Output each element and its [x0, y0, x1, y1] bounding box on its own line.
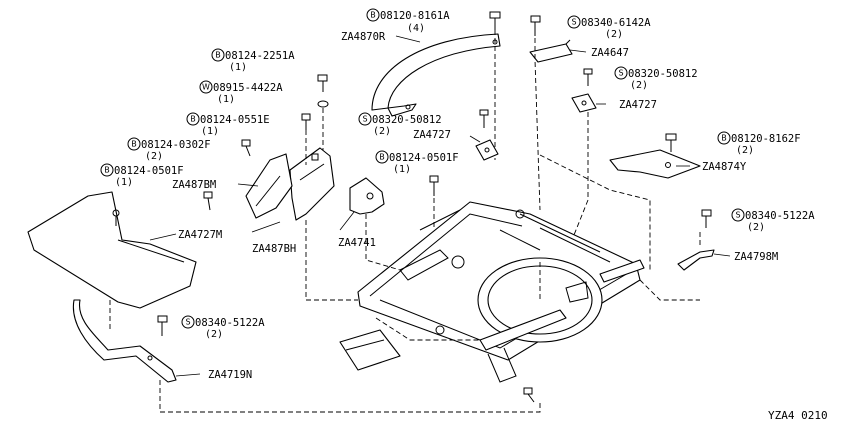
svg-text:B: B — [370, 11, 376, 20]
bolt-icon — [489, 11, 501, 30]
callout-badge: B — [717, 131, 731, 145]
part-number-label: ZA4727 — [619, 99, 657, 111]
hook-za4741 — [349, 177, 385, 215]
part-number-label: 08124-0501F — [114, 165, 184, 177]
svg-text:B: B — [721, 134, 727, 143]
part-number-label: 08120-8162F — [731, 133, 801, 145]
clip-za4727-middle — [475, 139, 499, 161]
callout-badge: B — [127, 137, 141, 151]
svg-text:B: B — [104, 166, 110, 175]
quantity-label: (2) — [145, 151, 163, 162]
swivel-ring — [477, 257, 603, 343]
slide-rail — [479, 259, 645, 383]
bracket-za487bh — [289, 147, 335, 221]
bracket-za487bm — [245, 153, 293, 219]
part-number-label: 08340-5122A — [745, 210, 815, 222]
part-number-label: ZA487BH — [252, 243, 296, 255]
part-number-label: 08120-8161A — [380, 10, 450, 22]
bolt-icon — [429, 175, 439, 196]
part-number-label: 08915-4422A — [213, 82, 283, 94]
bolt-icon — [530, 15, 541, 36]
bolt-icon — [157, 315, 168, 336]
bolt-icon — [479, 109, 489, 128]
plate-za4874y — [609, 149, 701, 179]
quantity-label: (2) — [205, 329, 223, 340]
part-number-label: 08124-0302F — [141, 139, 211, 151]
bolt-icon — [317, 74, 329, 108]
quantity-label: (2) — [736, 145, 754, 156]
bolt-icon — [301, 113, 311, 130]
bolt-icon — [701, 209, 712, 228]
part-number-label: ZA4719N — [208, 369, 252, 381]
part-number-label: 08124-2251A — [225, 50, 295, 62]
bolt-icon — [583, 68, 593, 86]
part-number-label: 08320-50812 — [372, 114, 442, 126]
callout-badge: S — [614, 66, 628, 80]
svg-text:W: W — [202, 83, 210, 92]
part-number-label: 08320-50812 — [628, 68, 698, 80]
part-number-label: ZA4727M — [178, 229, 222, 241]
callout-badge: B — [375, 150, 389, 164]
arm-za4719n — [72, 299, 177, 383]
svg-text:S: S — [735, 211, 740, 220]
curved-bracket-za4870r — [371, 33, 501, 117]
callout-badge: B — [211, 48, 225, 62]
bolt-icon — [665, 133, 677, 152]
callout-badge: B — [366, 8, 380, 22]
svg-text:S: S — [185, 318, 190, 327]
quantity-label: (1) — [217, 94, 235, 105]
callout-badge: S — [567, 15, 581, 29]
svg-text:B: B — [190, 115, 196, 124]
small-bracket-za4647 — [529, 39, 573, 63]
quantity-label: (4) — [407, 23, 425, 34]
callout-badge: S — [731, 208, 745, 222]
quantity-label: (1) — [201, 126, 219, 137]
quantity-label: (2) — [605, 29, 623, 40]
part-number-label: ZA4727 — [413, 129, 451, 141]
small-bracket-za4798m — [677, 249, 715, 271]
bolt-icon — [203, 191, 213, 211]
callout-badge: B — [100, 163, 114, 177]
callout-badge: B — [186, 112, 200, 126]
part-number-label: ZA487BM — [172, 179, 216, 191]
bolt-icon — [523, 387, 535, 403]
svg-text:S: S — [571, 18, 576, 27]
lower-bracket — [339, 329, 401, 371]
clip-za4727-upper — [571, 93, 597, 113]
callout-badge: S — [358, 112, 372, 126]
quantity-label: (1) — [393, 164, 411, 175]
part-number-label: 08124-0501F — [389, 152, 459, 164]
part-number-label: ZA4741 — [338, 237, 376, 249]
part-number-label: 08340-5122A — [195, 317, 265, 329]
quantity-label: (2) — [747, 222, 765, 233]
svg-text:B: B — [215, 51, 221, 60]
quantity-label: (1) — [115, 177, 133, 188]
bolt-icon — [241, 139, 251, 157]
callout-badge: S — [181, 315, 195, 329]
diagram-reference-id: YZA4 0210 — [768, 409, 828, 422]
callout-badge: W — [199, 80, 213, 94]
part-number-label: ZA4647 — [591, 47, 629, 59]
part-number-label: ZA4870R — [341, 31, 386, 43]
part-number-label: 08124-0551E — [200, 114, 270, 126]
part-number-label: 08340-6142A — [581, 17, 651, 29]
svg-text:B: B — [379, 153, 385, 162]
cover-za4727m — [27, 191, 197, 309]
svg-text:S: S — [362, 115, 367, 124]
part-number-label: ZA4798M — [734, 251, 778, 263]
quantity-label: (2) — [373, 126, 391, 137]
quantity-label: (1) — [229, 62, 247, 73]
svg-text:S: S — [618, 69, 623, 78]
part-number-label: ZA4874Y — [702, 161, 747, 173]
quantity-label: (2) — [630, 80, 648, 91]
svg-text:B: B — [131, 140, 137, 149]
